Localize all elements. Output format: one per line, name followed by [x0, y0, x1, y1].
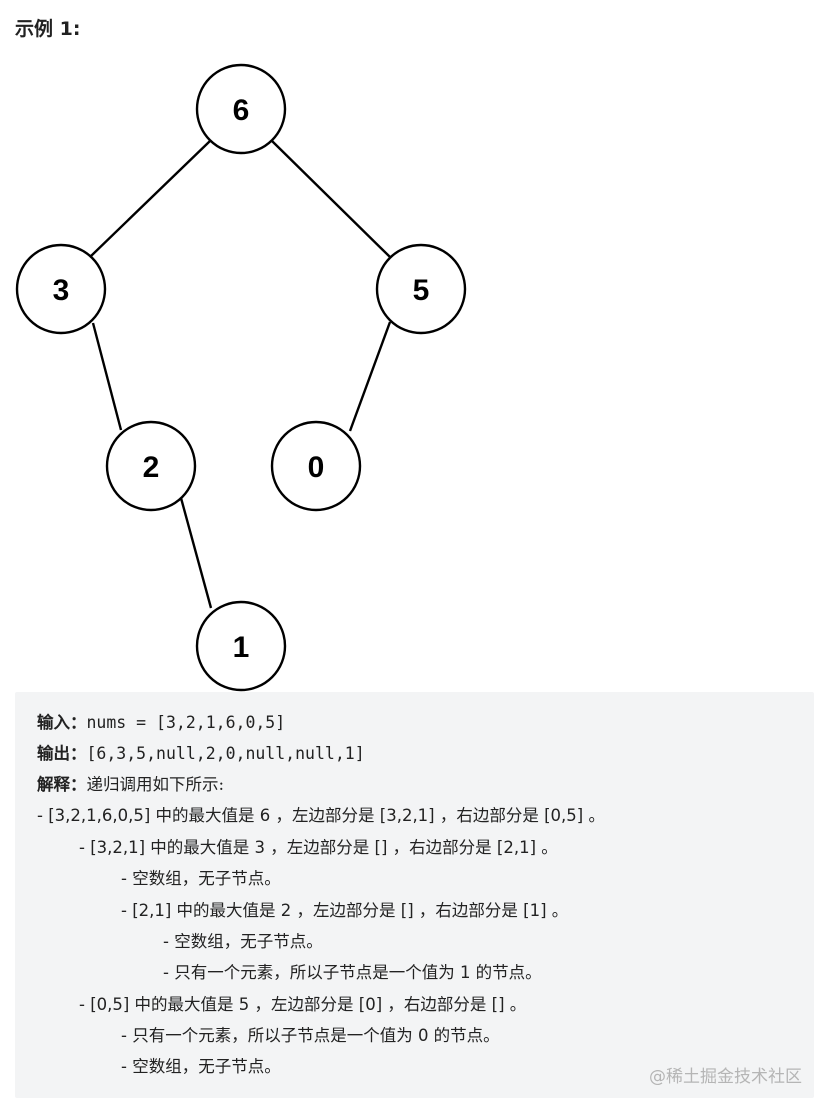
input-label: 输入： — [37, 713, 87, 732]
tree-node-label: 1 — [233, 631, 250, 664]
tree-node-3: 3 — [15, 243, 107, 335]
tree-node-label: 0 — [308, 451, 325, 484]
tree-node-label: 3 — [53, 274, 70, 307]
input-line: 输入：nums = [3,2,1,6,0,5] — [37, 709, 285, 737]
example-title: 示例 1: — [15, 18, 81, 40]
recursion-step: - 只有一个元素，所以子节点是一个值为 0 的节点。 — [121, 1026, 500, 1045]
recursion-step: - 只有一个元素，所以子节点是一个值为 1 的节点。 — [163, 963, 542, 982]
input-value: nums = [3,2,1,6,0,5] — [86, 713, 286, 732]
tree-node-label: 5 — [413, 274, 430, 307]
explanation-line: 解释：递归调用如下所示: — [37, 771, 224, 799]
recursion-step: - 空数组，无子节点。 — [163, 932, 323, 951]
tree-node-label: 6 — [233, 94, 250, 127]
site-watermark: @稀土掘金技术社区 — [649, 1067, 802, 1087]
tree-node-2: 2 — [105, 420, 197, 512]
tree-edge-6-3 — [90, 140, 211, 257]
tree-node-5: 5 — [375, 243, 467, 335]
recursion-step: - 空数组，无子节点。 — [121, 869, 281, 888]
recursion-step: - [3,2,1,6,0,5] 中的最大值是 6 ，左边部分是 [3,2,1] … — [37, 806, 605, 825]
tree-edge-6-5 — [271, 140, 391, 258]
tree-edge-5-0 — [348, 321, 392, 432]
output-value: [6,3,5,null,2,0,null,null,1] — [86, 744, 365, 763]
tree-node-6: 6 — [195, 63, 287, 155]
recursion-step: - [0,5] 中的最大值是 5 ，左边部分是 [0] ，右边部分是 [] 。 — [79, 995, 527, 1014]
recursion-step: - [3,2,1] 中的最大值是 3 ，左边部分是 [] ，右边部分是 [2,1… — [79, 838, 558, 857]
explanation-text: 递归调用如下所示: — [86, 775, 225, 794]
recursion-step: - 空数组，无子节点。 — [121, 1057, 281, 1076]
tree-edge-3-2 — [91, 322, 123, 431]
tree-node-1: 1 — [195, 600, 287, 692]
tree-edges — [90, 140, 392, 609]
output-label: 输出： — [37, 744, 87, 763]
tree-edge-2-1 — [179, 497, 213, 609]
explanation-label: 解释： — [37, 775, 87, 794]
tree-node-0: 0 — [270, 420, 362, 512]
output-line: 输出：[6,3,5,null,2,0,null,null,1] — [37, 740, 365, 768]
binary-tree-diagram: 6 3 5 2 0 1 — [15, 63, 467, 692]
tree-node-label: 2 — [143, 451, 160, 484]
recursion-step: - [2,1] 中的最大值是 2 ，左边部分是 [] ，右边部分是 [1] 。 — [121, 901, 569, 920]
example-code-block: 输入：nums = [3,2,1,6,0,5] 输出：[6,3,5,null,2… — [15, 692, 814, 1098]
